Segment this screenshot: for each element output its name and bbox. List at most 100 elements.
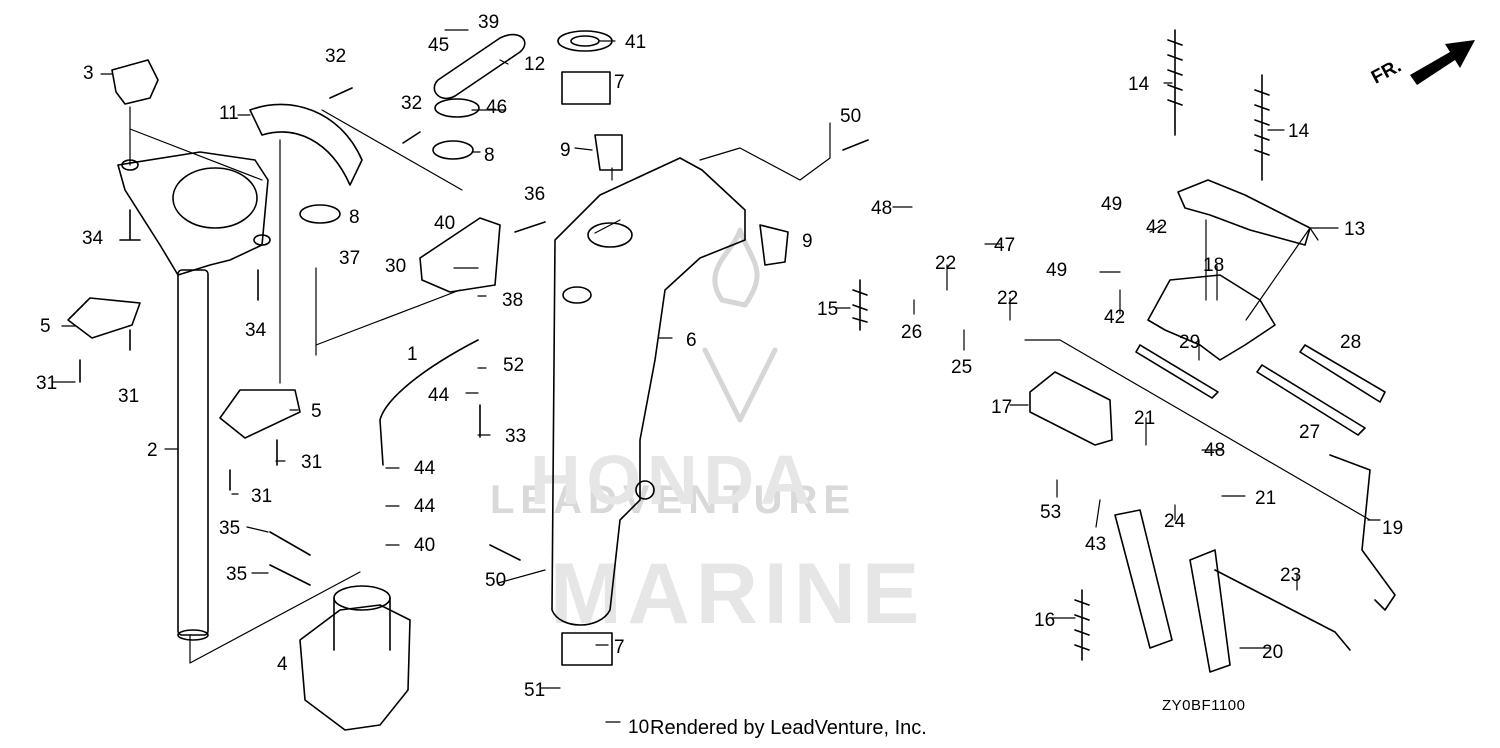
callout-16: 16 bbox=[1034, 610, 1056, 631]
callout-50: 50 bbox=[840, 106, 862, 127]
callout-23: 23 bbox=[1280, 565, 1302, 586]
part-5-plate-2 bbox=[219, 389, 301, 439]
callout-2: 2 bbox=[147, 440, 158, 461]
callout-30: 30 bbox=[385, 256, 407, 277]
callout-27: 27 bbox=[1299, 422, 1321, 443]
callout-17: 17 bbox=[991, 397, 1013, 418]
callout-3: 3 bbox=[83, 63, 94, 84]
part-1-cable bbox=[379, 339, 479, 466]
part-13-lever bbox=[1177, 179, 1311, 246]
callout-5: 5 bbox=[311, 401, 322, 422]
part-17-lever bbox=[1029, 371, 1113, 446]
callout-7: 7 bbox=[614, 637, 625, 658]
leadventure-logo-watermark bbox=[702, 227, 778, 423]
callout-1: 1 bbox=[407, 344, 418, 365]
watermark-line2: HONDA bbox=[530, 441, 817, 519]
callout-47: 47 bbox=[994, 235, 1016, 256]
callout-13: 13 bbox=[1344, 219, 1366, 240]
callout-35: 35 bbox=[219, 518, 241, 539]
callout-24: 24 bbox=[1164, 511, 1186, 532]
part-14-spring bbox=[1167, 29, 1183, 136]
callout-21: 21 bbox=[1255, 488, 1277, 509]
part-46-washer bbox=[434, 98, 480, 118]
callout-46: 46 bbox=[486, 97, 508, 118]
callout-52: 52 bbox=[503, 355, 525, 376]
callout-22: 22 bbox=[935, 253, 957, 274]
part-7-bushing bbox=[561, 71, 611, 105]
callout-18: 18 bbox=[1203, 255, 1225, 276]
callout-31: 31 bbox=[251, 486, 273, 507]
callout-34: 34 bbox=[245, 320, 267, 341]
callout-44: 44 bbox=[414, 496, 436, 517]
callout-6: 6 bbox=[686, 330, 697, 351]
callout-44: 44 bbox=[414, 458, 436, 479]
callout-39: 39 bbox=[478, 12, 500, 33]
callout-33: 33 bbox=[505, 426, 527, 447]
part-14-spring-2 bbox=[1254, 74, 1270, 181]
callout-35: 35 bbox=[226, 564, 248, 585]
callout-48: 48 bbox=[1204, 440, 1226, 461]
callout-45: 45 bbox=[428, 35, 450, 56]
leader-lines bbox=[52, 29, 1381, 723]
part-18-bracket bbox=[1147, 274, 1276, 361]
bolts-and-screws bbox=[79, 87, 869, 586]
callout-15: 15 bbox=[817, 299, 839, 320]
callout-8: 8 bbox=[349, 207, 360, 228]
part-3-upper-head bbox=[111, 59, 271, 276]
part-29-pin bbox=[1135, 344, 1219, 399]
callout-22: 22 bbox=[997, 288, 1019, 309]
part-7-bushing-2 bbox=[561, 632, 613, 666]
part-4-lower-mount bbox=[299, 585, 411, 731]
part-11-bracket bbox=[249, 103, 363, 186]
callout-9: 9 bbox=[802, 231, 813, 252]
part-28-pin bbox=[1299, 344, 1386, 403]
callout-42: 42 bbox=[1146, 217, 1168, 238]
part-19-rod bbox=[1329, 454, 1396, 611]
callout-10: 10 bbox=[628, 717, 650, 738]
callout-32: 32 bbox=[401, 93, 423, 114]
callout-48: 48 bbox=[871, 198, 893, 219]
callout-31: 31 bbox=[118, 386, 140, 407]
part-30-bracket bbox=[419, 217, 501, 293]
callout-29: 29 bbox=[1179, 332, 1201, 353]
render-credit: Rendered by LeadVenture, Inc. bbox=[650, 717, 927, 739]
callout-32: 32 bbox=[325, 46, 347, 67]
watermark-line1: LEADVENTURE bbox=[490, 478, 857, 522]
callout-7: 7 bbox=[614, 72, 625, 93]
callout-40: 40 bbox=[414, 535, 436, 556]
callout-31: 31 bbox=[36, 373, 58, 394]
callout-42: 42 bbox=[1104, 307, 1126, 328]
callout-38: 38 bbox=[502, 290, 524, 311]
callout-41: 41 bbox=[625, 32, 647, 53]
callout-31: 31 bbox=[301, 452, 323, 473]
part-8-washer-2 bbox=[299, 204, 341, 224]
part-8-washer bbox=[432, 140, 474, 160]
callout-50: 50 bbox=[485, 570, 507, 591]
callout-36: 36 bbox=[524, 184, 546, 205]
callout-25: 25 bbox=[951, 357, 973, 378]
callout-49: 49 bbox=[1101, 194, 1123, 215]
callout-26: 26 bbox=[901, 322, 923, 343]
callout-51: 51 bbox=[524, 680, 546, 701]
part-23-rod bbox=[1214, 569, 1351, 651]
diagram-code: ZY0BF1100 bbox=[1162, 697, 1246, 714]
part-27-pin bbox=[1256, 364, 1366, 436]
callout-49: 49 bbox=[1046, 260, 1068, 281]
part-16-spring bbox=[1074, 589, 1090, 661]
part-9-collar-2 bbox=[759, 224, 789, 266]
callout-14: 14 bbox=[1288, 121, 1310, 142]
part-2-steering-shaft bbox=[177, 269, 209, 641]
callout-43: 43 bbox=[1085, 534, 1107, 555]
part-12-link bbox=[433, 33, 526, 100]
callout-19: 19 bbox=[1382, 518, 1404, 539]
callout-5: 5 bbox=[40, 316, 51, 337]
part-20-plate bbox=[1114, 509, 1173, 649]
callout-4: 4 bbox=[277, 654, 288, 675]
callout-53: 53 bbox=[1040, 502, 1062, 523]
callout-28: 28 bbox=[1340, 332, 1362, 353]
callout-11: 11 bbox=[219, 103, 239, 124]
part-9-collar bbox=[594, 134, 623, 171]
callout-20: 20 bbox=[1262, 642, 1284, 663]
